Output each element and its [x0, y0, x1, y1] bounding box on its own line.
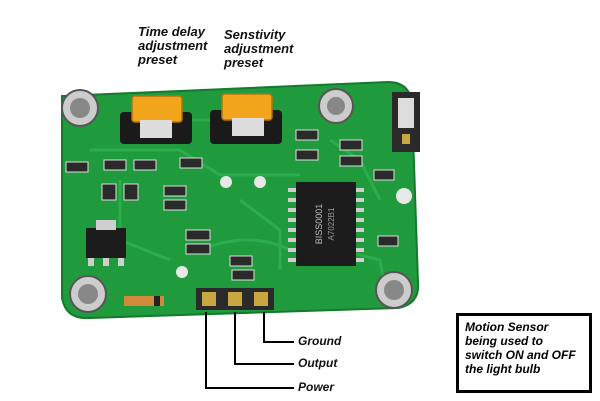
caption-line-1: Motion Sensor	[465, 320, 549, 334]
capacitor-bottom-left	[69, 275, 107, 313]
diode	[124, 296, 164, 306]
capacitor-top-right	[318, 88, 354, 124]
caption-box: Motion Sensor being used to switch ON an…	[456, 313, 592, 393]
chip-marking-1: BISS0001	[314, 204, 324, 245]
capacitor-top-left	[61, 89, 99, 127]
smd-components	[65, 129, 399, 281]
time-delay-line-1: Time delay	[138, 24, 205, 39]
voltage-regulator	[86, 220, 126, 266]
sensitivity-label: Senstivity adjustment preset	[224, 28, 293, 70]
caption-line-3: switch ON and OFF	[465, 348, 576, 362]
pin-leader-lines	[205, 312, 294, 389]
biss0001-chip: BISS0001 A7022B1	[288, 182, 364, 266]
power-label: Power	[298, 380, 335, 394]
pin-power	[202, 292, 216, 306]
time-delay-label: Time delay adjustment preset	[138, 25, 207, 67]
jumper-header	[392, 92, 420, 152]
time-delay-preset	[120, 95, 192, 144]
sensitivity-preset	[210, 93, 282, 144]
time-delay-line-3: preset	[138, 52, 178, 67]
sensitivity-line-3: preset	[224, 55, 264, 70]
time-delay-line-2: adjustment	[138, 38, 208, 53]
pin-output	[228, 292, 242, 306]
output-leader	[234, 312, 294, 365]
pin-header	[196, 288, 274, 310]
through-holes	[176, 176, 412, 278]
ground-label: Ground	[298, 334, 342, 348]
ground-leader	[263, 312, 294, 343]
sensitivity-line-1: Senstivity	[224, 27, 286, 42]
capacitor-bottom-right	[375, 271, 413, 309]
sensitivity-line-2: adjustment	[224, 41, 294, 56]
output-label: Output	[298, 356, 338, 370]
chip-marking-2: A7022B1	[327, 207, 336, 240]
pin-ground	[254, 292, 268, 306]
caption-line-4: the light bulb	[465, 362, 541, 376]
power-leader	[205, 312, 294, 389]
caption-line-2: being used to	[465, 334, 543, 348]
